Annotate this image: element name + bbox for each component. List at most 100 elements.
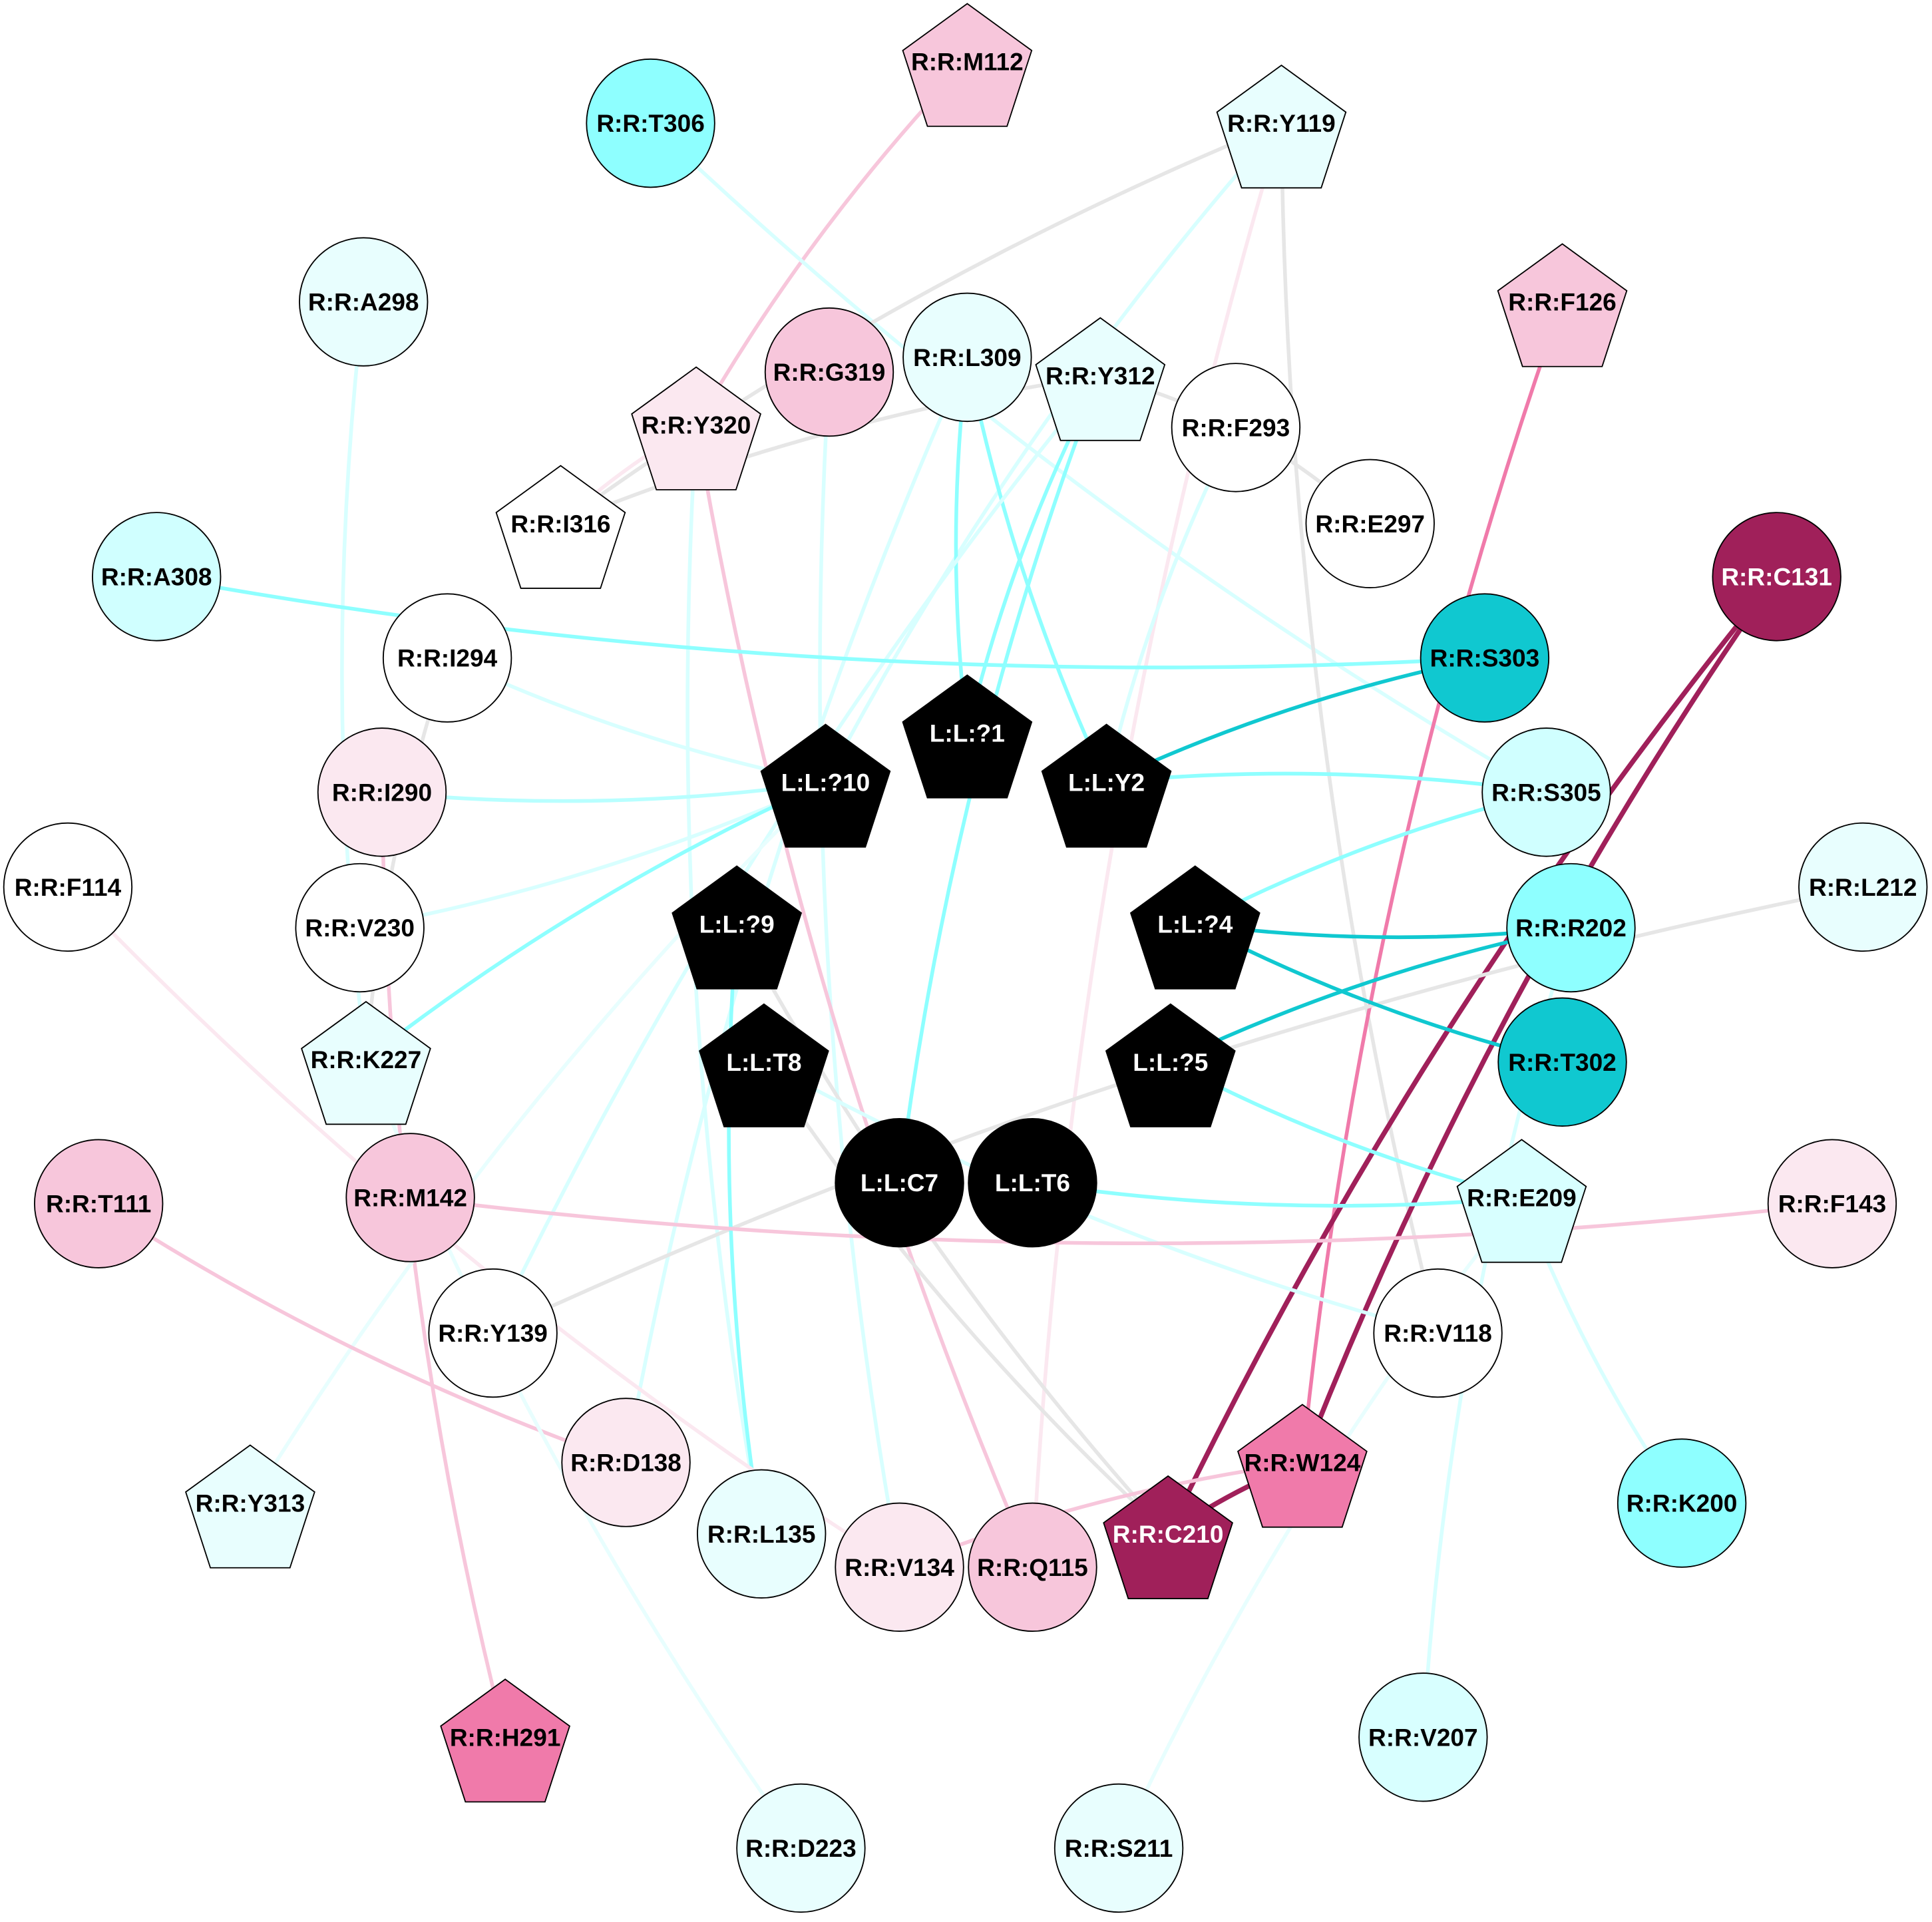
node-r-r-s305[interactable]: R:R:S305 <box>1481 727 1611 857</box>
node-r-r-e297[interactable]: R:R:E297 <box>1305 459 1435 588</box>
node-r-r-y312[interactable]: R:R:Y312 <box>1035 317 1166 441</box>
node-l-l-t6[interactable]: L:L:T6 <box>968 1118 1097 1248</box>
node-r-r-f126[interactable]: R:R:F126 <box>1497 243 1628 367</box>
node-r-r-y119[interactable]: R:R:Y119 <box>1216 64 1347 189</box>
node-circle <box>1506 863 1636 993</box>
node-r-r-r202[interactable]: R:R:R202 <box>1506 863 1636 993</box>
node-circle <box>835 1118 964 1248</box>
node-r-r-d223[interactable]: R:R:D223 <box>736 1783 866 1913</box>
node-label: R:R:E209 <box>1467 1183 1577 1211</box>
node-l-l-c7[interactable]: L:L:C7 <box>835 1118 964 1248</box>
node-r-r-t302[interactable]: R:R:T302 <box>1497 997 1627 1127</box>
edge-r-r-g319-r-r-v134 <box>818 371 902 1568</box>
node-r-r-i316[interactable]: R:R:I316 <box>495 465 626 589</box>
node-label: R:R:F293 <box>1182 413 1290 441</box>
node-r-r-m142[interactable]: R:R:M142 <box>345 1133 475 1262</box>
node-r-r-c210[interactable]: R:R:C210 <box>1103 1475 1234 1599</box>
node-pentagon <box>1035 317 1166 441</box>
node-pentagon <box>301 1000 431 1125</box>
node-r-r-i290[interactable]: R:R:I290 <box>317 727 447 857</box>
node-r-r-h291[interactable]: R:R:H291 <box>440 1678 571 1803</box>
node-r-r-w124[interactable]: R:R:W124 <box>1237 1404 1368 1528</box>
node-r-r-y313[interactable]: R:R:Y313 <box>184 1444 315 1569</box>
node-label: R:R:C131 <box>1721 562 1832 590</box>
edge-r-r-c131-r-r-w124 <box>1300 575 1779 1463</box>
node-r-r-a298[interactable]: R:R:A298 <box>299 237 429 367</box>
node-label: R:R:V134 <box>845 1553 954 1581</box>
node-label: L:L:?5 <box>1133 1048 1208 1076</box>
edge-r-r-a308-r-r-s303 <box>156 574 1485 670</box>
node-label: R:R:R202 <box>1515 914 1627 942</box>
node-label: R:R:L135 <box>707 1520 815 1548</box>
node-circle <box>345 1133 475 1262</box>
node-circle <box>968 1502 1097 1633</box>
node-pentagon <box>631 366 761 490</box>
node-label: R:R:C210 <box>1113 1520 1224 1548</box>
node-label: R:R:W124 <box>1244 1448 1360 1476</box>
node-pentagon <box>1129 865 1260 990</box>
node-r-r-s211[interactable]: R:R:S211 <box>1054 1783 1184 1913</box>
node-circle <box>902 292 1032 423</box>
node-circle <box>1373 1268 1503 1398</box>
edge-r-r-m142-r-r-f143 <box>410 1195 1833 1246</box>
node-r-r-k200[interactable]: R:R:K200 <box>1617 1438 1747 1568</box>
node-label: R:R:Y312 <box>1046 362 1155 390</box>
node-l-l-1[interactable]: L:L:?1 <box>902 674 1033 799</box>
node-label: R:R:K200 <box>1627 1489 1738 1517</box>
node-l-l-4[interactable]: L:L:?4 <box>1129 865 1260 990</box>
node-r-r-t306[interactable]: R:R:T306 <box>586 58 715 188</box>
node-l-l-10[interactable]: L:L:?10 <box>760 723 891 848</box>
node-r-r-v207[interactable]: R:R:V207 <box>1358 1672 1488 1802</box>
node-r-r-v230[interactable]: R:R:V230 <box>295 863 425 993</box>
node-r-r-q115[interactable]: R:R:Q115 <box>968 1502 1097 1633</box>
node-label: R:R:F114 <box>15 873 122 901</box>
node-label: R:R:F143 <box>1778 1190 1887 1218</box>
edge-r-r-f126-r-r-w124 <box>1300 301 1565 1463</box>
node-r-r-k227[interactable]: R:R:K227 <box>301 1000 431 1125</box>
node-label: R:R:Y139 <box>438 1319 548 1347</box>
node-l-l-y2[interactable]: L:L:Y2 <box>1041 723 1172 848</box>
node-r-r-g319[interactable]: R:R:G319 <box>764 307 894 437</box>
edge-l-l-t8-r-r-c210 <box>762 1061 1169 1535</box>
node-r-r-l309[interactable]: R:R:L309 <box>902 292 1032 423</box>
edge-r-r-y119-r-r-v118 <box>1279 123 1440 1334</box>
node-r-r-d138[interactable]: R:R:D138 <box>561 1398 691 1527</box>
node-circle <box>1497 997 1627 1127</box>
node-circle <box>1420 593 1550 723</box>
node-r-r-y320[interactable]: R:R:Y320 <box>631 366 761 490</box>
node-r-r-l135[interactable]: R:R:L135 <box>696 1469 827 1599</box>
node-r-r-i294[interactable]: R:R:I294 <box>382 593 512 723</box>
node-pentagon <box>440 1678 571 1803</box>
node-r-r-v134[interactable]: R:R:V134 <box>835 1502 964 1633</box>
node-r-r-f114[interactable]: R:R:F114 <box>3 822 133 952</box>
node-circle <box>1054 1783 1184 1913</box>
node-r-r-f143[interactable]: R:R:F143 <box>1767 1139 1897 1268</box>
node-r-r-v118[interactable]: R:R:V118 <box>1373 1268 1503 1398</box>
node-l-l-9[interactable]: L:L:?9 <box>672 865 803 990</box>
node-r-r-s303[interactable]: R:R:S303 <box>1420 593 1550 723</box>
node-r-r-f293[interactable]: R:R:F293 <box>1171 363 1301 492</box>
node-l-l-5[interactable]: L:L:?5 <box>1105 1003 1236 1127</box>
node-pentagon <box>902 3 1033 127</box>
node-circle <box>428 1268 558 1398</box>
node-r-r-y139[interactable]: R:R:Y139 <box>428 1268 558 1398</box>
node-label: L:L:?10 <box>781 769 870 797</box>
node-circle <box>1712 512 1841 642</box>
node-r-r-m112[interactable]: R:R:M112 <box>902 3 1033 127</box>
node-circle <box>835 1502 964 1633</box>
node-label: R:R:I316 <box>510 510 610 538</box>
node-pentagon <box>1237 1404 1368 1528</box>
node-r-r-e209[interactable]: R:R:E209 <box>1456 1139 1587 1263</box>
node-circle <box>736 1783 866 1913</box>
node-label: R:R:Q115 <box>977 1553 1088 1581</box>
node-r-r-l212[interactable]: R:R:L212 <box>1798 822 1928 952</box>
edge-l-l-10-r-r-k227 <box>365 781 827 1061</box>
node-r-r-a308[interactable]: R:R:A308 <box>92 512 222 642</box>
node-pentagon <box>672 865 803 990</box>
node-r-r-c131[interactable]: R:R:C131 <box>1712 512 1841 642</box>
node-label: R:R:M142 <box>353 1183 467 1211</box>
node-circle <box>1617 1438 1747 1568</box>
node-r-r-t111[interactable]: R:R:T111 <box>34 1139 164 1268</box>
node-l-l-t8[interactable]: L:L:T8 <box>698 1003 829 1127</box>
node-circle <box>1305 459 1435 588</box>
